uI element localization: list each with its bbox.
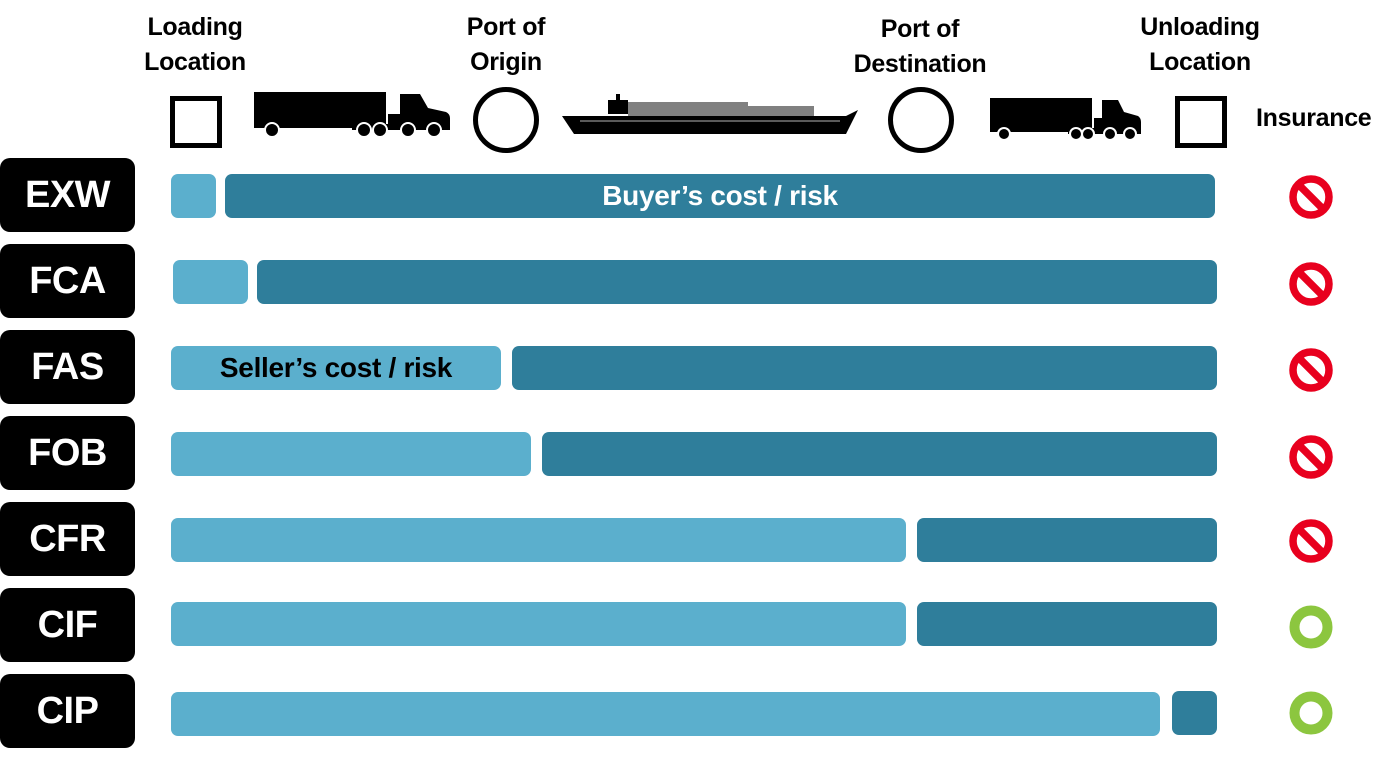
buyer-bar-cip xyxy=(1172,691,1217,735)
header-label-unloading-location: Unloading Location xyxy=(1140,13,1260,76)
loading-location-square-icon xyxy=(170,96,222,148)
seller-bar-fas: Seller’s cost / risk xyxy=(171,346,501,390)
seller-bar-fob xyxy=(171,432,531,476)
seller-bar-fca xyxy=(173,260,248,304)
buyer-bar-fca xyxy=(257,260,1217,304)
insurance-not-included-icon xyxy=(1289,175,1333,219)
term-fca: FCA xyxy=(0,244,135,318)
unloading-location-square-icon xyxy=(1175,96,1227,148)
buyer-bar-cfr xyxy=(917,518,1217,562)
seller-bar-exw xyxy=(171,174,216,218)
insurance-not-included-icon xyxy=(1289,435,1333,479)
header-label-loading-location: Loading Location xyxy=(144,13,246,76)
term-cif: CIF xyxy=(0,588,135,662)
port-of-origin-circle-icon xyxy=(473,87,539,153)
insurance-included-icon xyxy=(1289,691,1333,735)
buyer-bar-exw: Buyer’s cost / risk xyxy=(225,174,1215,218)
seller-bar-cip xyxy=(171,692,1160,736)
port-of-destination-circle-icon xyxy=(888,87,954,153)
term-exw: EXW xyxy=(0,158,135,232)
buyer-bar-fas xyxy=(512,346,1217,390)
insurance-not-included-icon xyxy=(1289,262,1333,306)
term-cfr: CFR xyxy=(0,502,135,576)
truck-icon xyxy=(254,92,450,138)
term-fob: FOB xyxy=(0,416,135,490)
header-label-port-of-destination: Port of Destination xyxy=(853,15,987,78)
seller-bar-cfr xyxy=(171,518,906,562)
insurance-label: Insurance xyxy=(1256,104,1372,132)
insurance-not-included-icon xyxy=(1289,348,1333,392)
truck-icon xyxy=(990,98,1141,141)
ship-icon xyxy=(562,94,858,134)
term-cip: CIP xyxy=(0,674,135,748)
insurance-included-icon xyxy=(1289,605,1333,649)
header-label-port-of-origin: Port of Origin xyxy=(466,13,546,76)
insurance-not-included-icon xyxy=(1289,519,1333,563)
term-fas: FAS xyxy=(0,330,135,404)
seller-bar-cif xyxy=(171,602,906,646)
buyer-bar-fob xyxy=(542,432,1217,476)
buyer-bar-cif xyxy=(917,602,1217,646)
